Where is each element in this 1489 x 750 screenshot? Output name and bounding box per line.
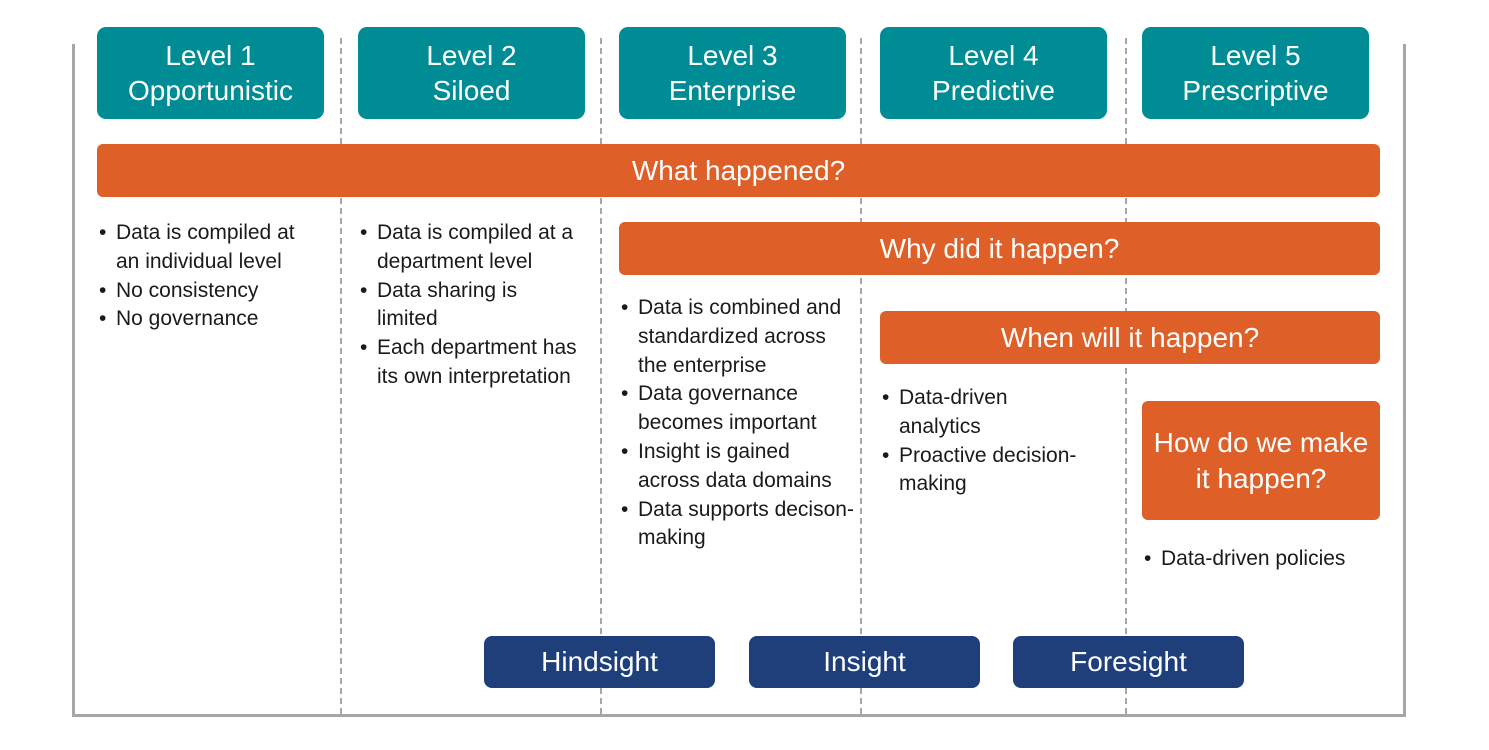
how-do-we-make-it-happen-box: How do we make it happen? <box>1142 401 1380 520</box>
frame-left-border <box>72 44 75 717</box>
how-line-2: it happen? <box>1195 462 1327 494</box>
list-item: Each department has its own interpretati… <box>358 334 578 392</box>
level-number: Level 2 <box>426 40 517 71</box>
why-did-it-happen-bar: Why did it happen? <box>619 222 1380 275</box>
what-happened-bar: What happened? <box>97 144 1380 197</box>
list-item: Data is compiled at an individual level <box>97 219 312 277</box>
level-name: Opportunistic <box>128 75 293 106</box>
column-divider-3 <box>860 38 862 714</box>
level-number: Level 5 <box>1210 40 1301 71</box>
level-3-header: Level 3 Enterprise <box>619 27 846 119</box>
foresight-box: Foresight <box>1013 636 1244 688</box>
list-item: Data-driven analytics <box>880 384 1095 442</box>
level-4-header: Level 4 Predictive <box>880 27 1107 119</box>
hindsight-box: Hindsight <box>484 636 715 688</box>
list-item: Data is combined and standardized across… <box>619 294 855 380</box>
when-will-it-happen-bar: When will it happen? <box>880 311 1380 364</box>
level-name: Predictive <box>932 75 1055 106</box>
column-divider-1 <box>340 38 342 714</box>
level-number: Level 3 <box>687 40 778 71</box>
list-item: Insight is gained across data domains <box>619 438 855 496</box>
list-item: Data supports decison-making <box>619 496 855 554</box>
level-2-bullet-list: Data is compiled at a department level D… <box>358 219 578 392</box>
level-number: Level 4 <box>948 40 1039 71</box>
level-1-header: Level 1 Opportunistic <box>97 27 324 119</box>
level-5-header: Level 5 Prescriptive <box>1142 27 1369 119</box>
column-divider-2 <box>600 38 602 714</box>
list-item: Data governance becomes important <box>619 380 855 438</box>
level-name: Prescriptive <box>1182 75 1329 106</box>
how-line-1: How do we make <box>1153 426 1369 458</box>
level-4-bullet-list: Data-driven analytics Proactive decision… <box>880 384 1095 499</box>
frame-right-border <box>1403 44 1406 717</box>
list-item: Data sharing is limited <box>358 277 578 335</box>
level-2-header: Level 2 Siloed <box>358 27 585 119</box>
level-number: Level 1 <box>165 40 256 71</box>
level-3-bullet-list: Data is combined and standardized across… <box>619 294 855 553</box>
frame-bottom-border <box>72 714 1406 717</box>
list-item: No consistency <box>97 277 312 306</box>
list-item: No governance <box>97 305 312 334</box>
list-item: Data is compiled at a department level <box>358 219 578 277</box>
list-item: Data-driven policies <box>1142 545 1392 574</box>
level-5-bullet-list: Data-driven policies <box>1142 545 1392 574</box>
level-1-bullet-list: Data is compiled at an individual level … <box>97 219 312 334</box>
level-name: Enterprise <box>668 75 797 106</box>
list-item: Proactive decision-making <box>880 442 1095 500</box>
level-name: Siloed <box>432 75 511 106</box>
insight-box: Insight <box>749 636 980 688</box>
column-divider-4 <box>1125 38 1127 714</box>
